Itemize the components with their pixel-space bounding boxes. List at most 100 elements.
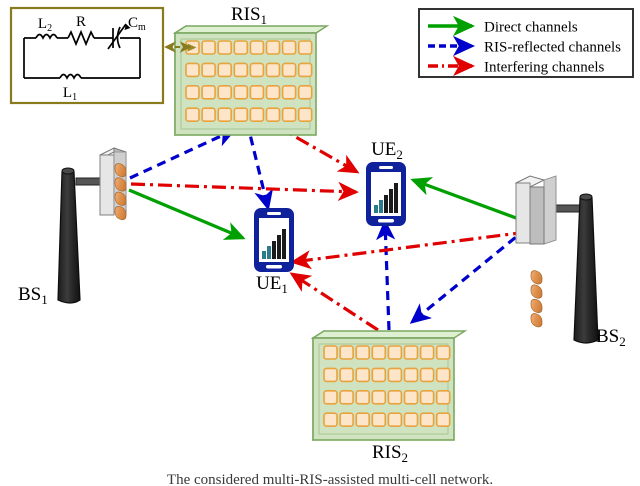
bs-antenna-element (114, 163, 127, 178)
ris-element-cell[interactable] (217, 107, 232, 122)
channel-interfering-ris2-ue1 (289, 272, 379, 332)
ris-element-cell[interactable] (371, 367, 387, 383)
ris-element-cell[interactable] (265, 40, 281, 55)
channel-direct-bs2-ue2 (410, 177, 528, 224)
legend-interfering-label: Interfering channels (484, 60, 605, 76)
ris-element-cell[interactable] (185, 62, 200, 78)
ris2-cells (323, 345, 451, 428)
ris-element-cell[interactable] (233, 62, 249, 78)
channel-reflected-ris2-ue2 (376, 219, 396, 331)
ris-element-cell[interactable] (249, 62, 265, 78)
ris-element-cell[interactable] (419, 345, 435, 360)
ris-element-cell[interactable] (265, 107, 281, 122)
ris-element-cell[interactable] (323, 367, 338, 383)
ris-element-cell[interactable] (435, 412, 451, 428)
ris-element-cell[interactable] (403, 345, 419, 360)
bs-antenna-element (114, 191, 127, 206)
ris-element-cell[interactable] (403, 412, 419, 428)
figure-caption: The considered multi-RIS-assisted multi-… (167, 472, 493, 486)
ris-element-cell[interactable] (419, 367, 435, 383)
ris-element-cell[interactable] (233, 40, 249, 55)
unit-cell-circuit[interactable]: L2 R Cm L1 (9, 6, 165, 105)
bs-antenna-element (530, 298, 543, 313)
circuit-label-l2: L2 (38, 16, 52, 34)
channel-interfering-bs1-ue2 (130, 181, 359, 201)
ris-element-cell[interactable] (419, 412, 435, 428)
ris1-panel[interactable] (172, 24, 330, 137)
legend-direct-label: Direct channels (484, 20, 578, 36)
ris-element-cell[interactable] (265, 85, 281, 100)
ris-element-cell[interactable] (403, 367, 419, 383)
ris-element-cell[interactable] (339, 367, 354, 383)
channel-interfering-bs2-ue1 (290, 230, 528, 270)
ris-element-cell[interactable] (323, 345, 338, 360)
ris-element-cell[interactable] (297, 62, 313, 78)
ue2-device[interactable] (366, 162, 406, 226)
ris-element-cell[interactable] (355, 412, 371, 428)
ris-element-cell[interactable] (233, 85, 249, 100)
ris-element-cell[interactable] (217, 85, 232, 100)
ris-element-cell[interactable] (387, 345, 403, 360)
circuit-label-l1: L1 (63, 85, 77, 103)
circuit-wires (23, 23, 141, 80)
ris-element-cell[interactable] (201, 40, 216, 55)
ris-element-cell[interactable] (371, 345, 387, 360)
bs2-label: BS2 (596, 326, 626, 349)
ris-element-cell[interactable] (435, 389, 451, 405)
ris-element-cell[interactable] (281, 85, 297, 100)
ris-element-cell[interactable] (387, 367, 403, 383)
ris-element-cell[interactable] (297, 40, 313, 55)
ris-element-cell[interactable] (249, 107, 265, 122)
bs2-station[interactable] (514, 175, 599, 344)
ris-element-cell[interactable] (435, 367, 451, 383)
ris-element-cell[interactable] (185, 85, 200, 100)
ris-element-cell[interactable] (387, 389, 403, 405)
ris-element-cell[interactable] (403, 389, 419, 405)
ris2-label: RIS2 (372, 442, 408, 465)
ris-element-cell[interactable] (281, 107, 297, 122)
ris-element-cell[interactable] (419, 389, 435, 405)
ris-element-cell[interactable] (281, 62, 297, 78)
bs-antenna-element (114, 177, 127, 192)
ris-element-cell[interactable] (201, 85, 216, 100)
ris-element-cell[interactable] (297, 107, 313, 122)
ris-element-cell[interactable] (185, 107, 200, 122)
circuit-label-r: R (76, 14, 86, 30)
ris-element-cell[interactable] (217, 62, 232, 78)
bs1-label: BS1 (18, 284, 48, 307)
ris-element-cell[interactable] (233, 107, 249, 122)
ris-element-cell[interactable] (355, 389, 371, 405)
ue1-device[interactable] (254, 208, 294, 272)
ris-element-cell[interactable] (355, 345, 371, 360)
channel-interfering-ris1-ue2 (272, 122, 360, 174)
legend-ris-reflected-label: RIS-reflected channels (484, 40, 621, 56)
ris-element-cell[interactable] (249, 40, 265, 55)
bs2-antenna-elements (530, 270, 543, 328)
ris-element-cell[interactable] (371, 389, 387, 405)
channel-arrows (128, 121, 529, 332)
ris-element-cell[interactable] (281, 40, 297, 55)
ris-element-cell[interactable] (217, 40, 232, 55)
ris-element-cell[interactable] (435, 345, 451, 360)
bs1-antenna-elements (114, 163, 127, 221)
ris-element-cell[interactable] (297, 85, 313, 100)
ris-element-cell[interactable] (355, 367, 371, 383)
ris-element-cell[interactable] (249, 85, 265, 100)
ris-element-cell[interactable] (339, 412, 354, 428)
ris-element-cell[interactable] (201, 107, 216, 122)
ris-element-cell[interactable] (339, 345, 354, 360)
bs-antenna-element (114, 205, 127, 221)
ris-element-cell[interactable] (323, 412, 338, 428)
bs-antenna-element (530, 313, 543, 328)
ris-element-cell[interactable] (371, 412, 387, 428)
ris-element-cell[interactable] (339, 389, 354, 405)
channel-reflected-bs2-ris2 (409, 226, 529, 324)
bs1-station[interactable] (57, 147, 127, 304)
ris-element-cell[interactable] (387, 412, 403, 428)
ris-element-cell[interactable] (265, 62, 281, 78)
bs-antenna-element (530, 284, 543, 299)
ris-element-cell[interactable] (201, 62, 216, 78)
ris2-panel[interactable] (310, 329, 468, 442)
ris-element-cell[interactable] (323, 389, 338, 405)
